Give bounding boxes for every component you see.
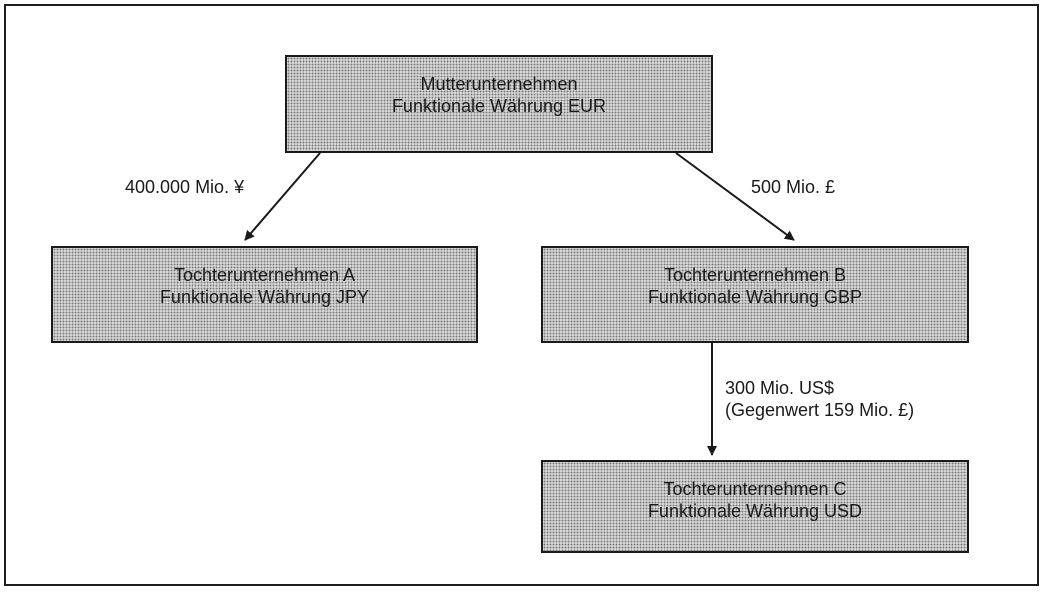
node-parent-title: Mutterunternehmen — [420, 74, 578, 94]
edge-label-c-amount: 300 Mio. US$ — [725, 378, 835, 398]
node-subsidiary-c: Tochterunternehmen C Funktionale Währung… — [541, 460, 969, 553]
node-parent-company: Mutterunternehmen Funktionale Währung EU… — [285, 55, 713, 153]
node-subsidiary-b: Tochterunternehmen B Funktionale Währung… — [541, 246, 969, 343]
node-c-currency: Funktionale Währung USD — [647, 500, 863, 521]
edge-label-a-amount: 400.000 Mio. ¥ — [125, 177, 245, 197]
node-parent-currency: Funktionale Währung EUR — [391, 96, 607, 116]
node-b-title: Tochterunternehmen B — [663, 264, 847, 285]
node-subsidiary-a: Tochterunternehmen A Funktionale Währung… — [51, 246, 478, 343]
edge-label-parent-to-b: 500 Mio. £ — [751, 176, 835, 198]
node-b-currency: Funktionale Währung GBP — [647, 286, 863, 307]
node-a-currency: Funktionale Währung JPY — [159, 286, 370, 307]
arrow-parent-to-b — [675, 152, 795, 241]
edge-label-b-to-c: 300 Mio. US$ (Gegenwert 159 Mio. £) — [725, 377, 914, 421]
node-c-title: Tochterunternehmen C — [663, 478, 847, 499]
edge-label-c-equivalent: (Gegenwert 159 Mio. £) — [725, 400, 915, 420]
diagram-frame — [4, 4, 1039, 586]
arrow-parent-to-a — [244, 152, 321, 241]
edge-label-b-amount: 500 Mio. £ — [751, 177, 836, 197]
node-a-title: Tochterunternehmen A — [173, 264, 356, 285]
edge-label-parent-to-a: 400.000 Mio. ¥ — [125, 176, 244, 198]
